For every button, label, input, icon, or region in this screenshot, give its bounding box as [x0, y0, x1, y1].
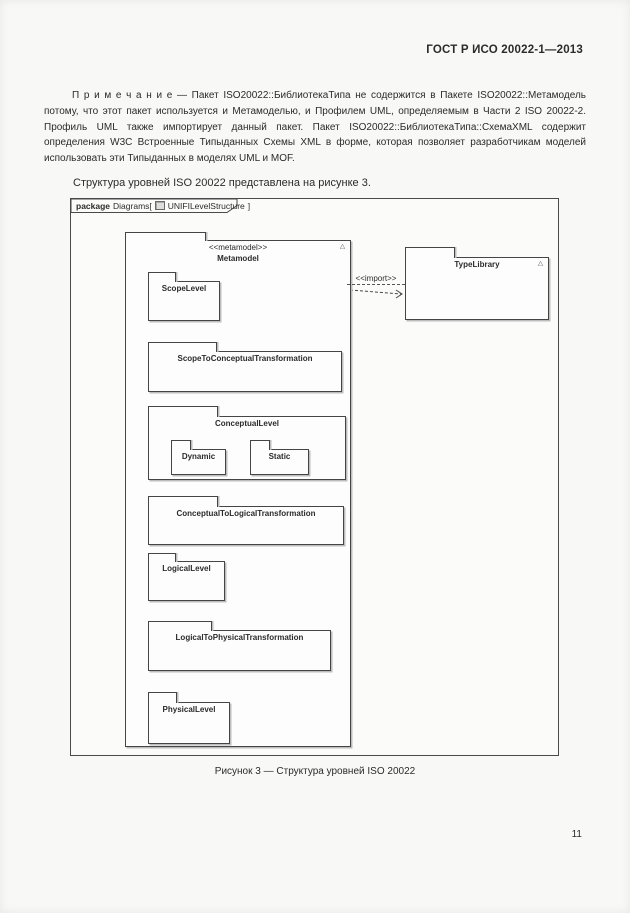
figure-caption: Рисунок 3 — Структура уровней ISO 20022	[214, 766, 416, 777]
frame-tab: package Diagrams[ UNIFILevelStructure ]	[76, 199, 250, 212]
intro-paragraph: Структура уровней ISO 20022 представлена…	[73, 177, 371, 189]
package-static-tab	[250, 440, 270, 450]
package-type-library-tab	[405, 247, 455, 258]
package-label: Metamodel	[217, 254, 259, 263]
package-label: ScopeLevel	[161, 284, 207, 293]
package-logical-level-tab	[148, 553, 176, 562]
package-logical-to-physical-tab	[148, 621, 212, 631]
page-header: ГОСТ Р ИСО 20022-1—2013	[426, 44, 583, 56]
package-conceptual-to-logical-tab	[148, 496, 218, 507]
package-dynamic-tab	[171, 440, 191, 450]
package-label: ScopeToConceptualTransformation	[177, 354, 313, 363]
note-text: Пакет ISO20022::БиблиотекаТипа не содерж…	[44, 90, 587, 165]
package-scope-level-tab	[148, 272, 176, 282]
package-label: LogicalToPhysicalTransformation	[175, 633, 304, 642]
package-conceptual-to-logical-transformation: ConceptualToLogicalTransformation	[148, 496, 344, 545]
frame-diagram-name: UNIFILevelStructure	[167, 200, 245, 211]
package-label: LogicalLevel	[162, 564, 211, 573]
package-label: ConceptualToLogicalTransformation	[176, 509, 316, 518]
metamodel-stereotype: <<metamodel>>	[208, 243, 268, 252]
package-logical-level: LogicalLevel	[148, 553, 225, 601]
package-logical-to-physical-transformation: LogicalToPhysicalTransformation	[148, 621, 331, 671]
package-scope-to-conceptual-transformation: ScopeToConceptualTransformation	[148, 342, 342, 392]
import-relation-label: <<import>>	[347, 274, 405, 285]
note-paragraph: П р и м е ч а н и е — Пакет ISO20022::Би…	[44, 88, 586, 167]
package-scope-level: ScopeLevel	[148, 272, 220, 321]
diagram-icon	[154, 201, 165, 210]
frame-type-label: Diagrams[	[113, 200, 152, 211]
frame-tab-shape	[71, 199, 238, 213]
package-scope-to-conceptual-tab	[148, 342, 217, 352]
package-label: Dynamic	[181, 452, 216, 461]
package-label: PhysicalLevel	[162, 705, 216, 714]
package-static: Static	[250, 440, 309, 475]
page-number: 11	[571, 829, 582, 840]
merge-triangle-icon: △	[340, 243, 345, 250]
package-label: Static	[268, 452, 291, 461]
merge-triangle-icon: △	[538, 260, 543, 267]
package-conceptual-level-tab	[148, 406, 218, 417]
package-label: TypeLibrary	[454, 260, 500, 269]
package-type-library: TypeLibrary △	[405, 247, 549, 320]
figure-frame: package Diagrams[ UNIFILevelStructure ] …	[70, 198, 559, 756]
package-physical-level-tab	[148, 692, 177, 703]
frame-keyword: package	[76, 200, 111, 211]
package-physical-level: PhysicalLevel	[148, 692, 230, 744]
frame-close-bracket: ]	[247, 200, 251, 211]
note-label: П р и м е ч а н и е —	[72, 90, 187, 101]
package-label: ConceptualLevel	[214, 419, 279, 428]
package-metamodel-tab	[125, 232, 206, 241]
package-dynamic: Dynamic	[171, 440, 226, 475]
